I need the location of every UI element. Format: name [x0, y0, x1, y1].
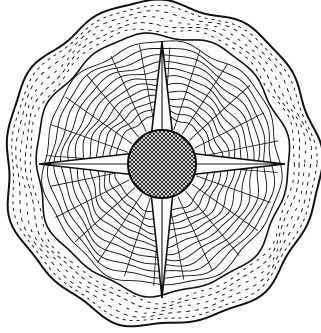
pith-core — [128, 130, 196, 198]
